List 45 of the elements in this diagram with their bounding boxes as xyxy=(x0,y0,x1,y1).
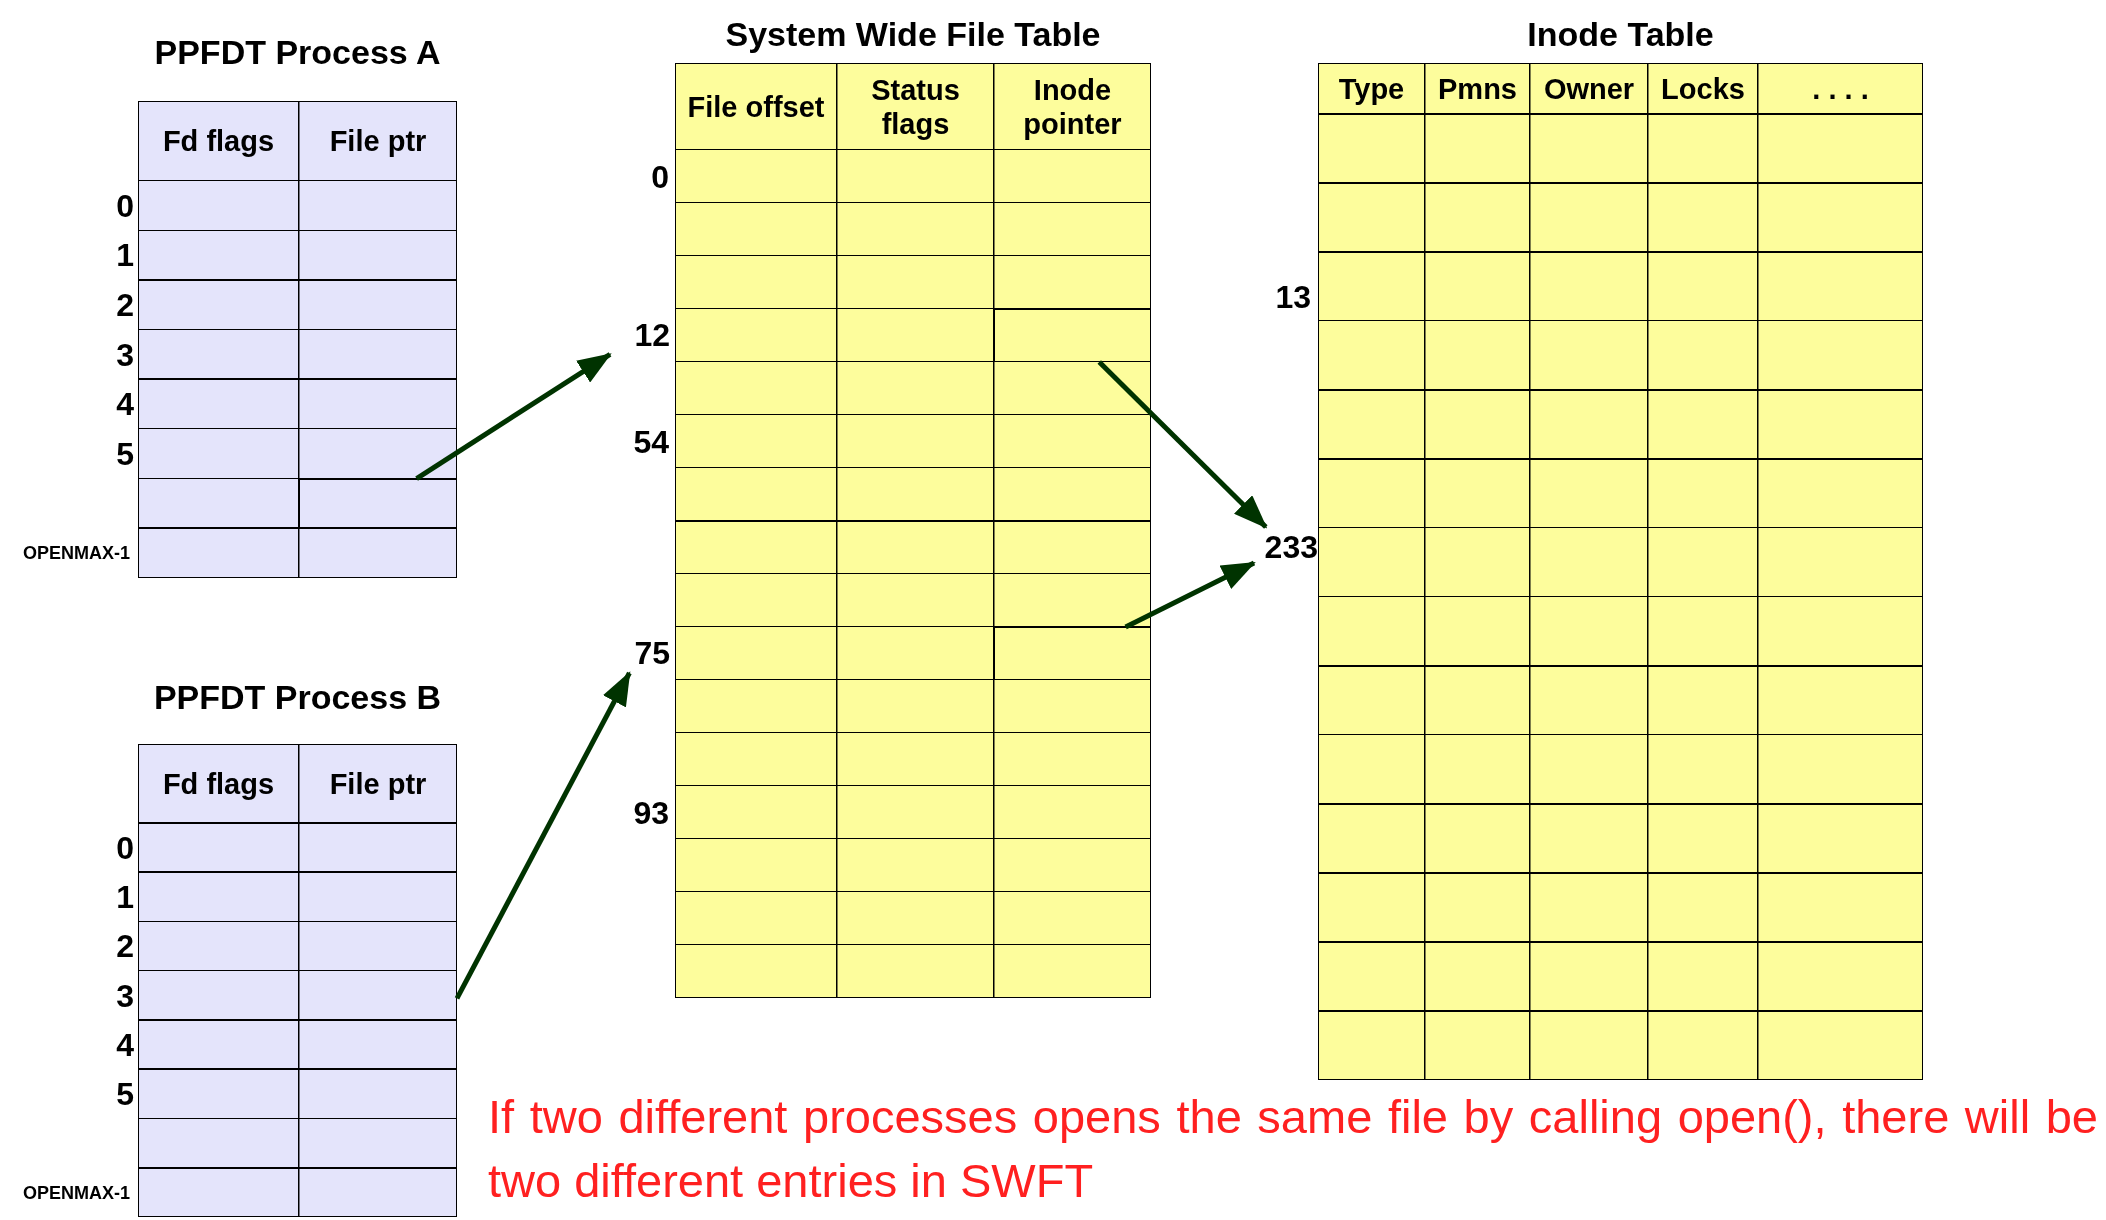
row-number: 12 xyxy=(634,316,670,355)
row-number: 5 xyxy=(116,1075,134,1115)
row-number: 1 xyxy=(116,236,134,276)
table-title: Inode Table xyxy=(1527,14,1714,55)
row-number: 2 xyxy=(116,286,134,325)
column-header: File ptr xyxy=(329,766,427,801)
row-number: 93 xyxy=(633,793,669,833)
row-number: 54 xyxy=(633,422,669,462)
row-number: 13 xyxy=(1275,278,1311,317)
table-title: PPFDT Process B xyxy=(153,676,442,718)
table-title: PPFDT Process A xyxy=(154,32,441,73)
arrow xyxy=(1097,360,1268,529)
row-number: 233 xyxy=(1264,528,1318,567)
arrow xyxy=(1124,560,1256,630)
table-cell xyxy=(994,627,1151,680)
column-header: Inode pointer xyxy=(1022,72,1123,141)
row-number: 3 xyxy=(116,335,134,375)
row-number: 5 xyxy=(116,434,134,474)
column-header: Fd flags xyxy=(162,124,275,158)
arrow xyxy=(415,352,612,481)
row-number: 0 xyxy=(651,157,669,197)
row-label: OPENMAX-1 xyxy=(23,1181,130,1205)
caption: If two different processes opens the same file by calling open(), there will be two different entries in SWFT xyxy=(488,1089,2098,1209)
row-number: 3 xyxy=(116,976,134,1016)
column-header: . . . . xyxy=(1812,71,1869,106)
row-label: OPENMAX-1 xyxy=(23,542,130,565)
table-cell xyxy=(299,478,457,529)
column-header: Fd flags xyxy=(162,766,275,801)
arrow xyxy=(454,671,632,1000)
column-header: Pmns xyxy=(1438,71,1517,106)
row-number: 0 xyxy=(116,186,134,226)
row-number: 75 xyxy=(634,634,670,673)
column-header: Status flags xyxy=(870,72,961,141)
column-header: Owner xyxy=(1543,71,1635,106)
row-number: 4 xyxy=(116,385,134,425)
table-title: System Wide File Table xyxy=(725,14,1101,55)
column-header: File offset xyxy=(687,89,825,124)
row-number: 1 xyxy=(116,877,134,917)
column-header: File ptr xyxy=(329,124,427,158)
column-header: Type xyxy=(1338,71,1405,106)
table-cell xyxy=(994,309,1151,362)
row-number: 4 xyxy=(116,1025,134,1065)
row-number: 0 xyxy=(116,828,134,868)
column-header: Locks xyxy=(1661,71,1745,106)
row-number: 2 xyxy=(116,927,134,967)
